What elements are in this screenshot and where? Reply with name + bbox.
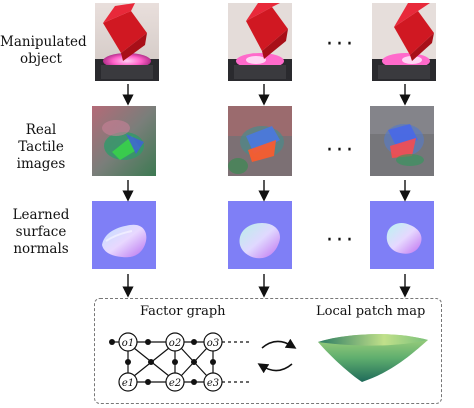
measure-node-e1 <box>118 372 138 392</box>
measure-node-label: e3 <box>207 378 219 389</box>
row-label-tactile-images: Real Tactile images <box>0 122 82 173</box>
object-photo-3 <box>372 3 436 81</box>
row-label-learned-normals: Learned surface normals <box>0 207 82 258</box>
cycle-arrows-icon <box>257 338 297 374</box>
patch-map-title: Local patch map <box>316 304 426 319</box>
row-label-line: object <box>20 51 62 67</box>
normal-map-1 <box>92 201 156 269</box>
object-photo-1 <box>95 3 159 81</box>
object-photo-2 <box>228 3 292 81</box>
pose-node-o3 <box>203 332 223 352</box>
measure-node-e3 <box>203 372 223 392</box>
pose-node-label: o2 <box>169 338 181 349</box>
factor-graph: o1 o2 o3 e1 e2 e3 <box>109 332 250 392</box>
pose-node-label: o1 <box>122 338 134 349</box>
tactile-image-3 <box>370 106 434 176</box>
row-label-line: Learned <box>12 207 70 223</box>
row-label-line: surface <box>15 224 67 240</box>
tactile-image-1 <box>92 106 156 176</box>
local-patch-map <box>318 334 428 382</box>
measure-node-label: e1 <box>122 378 134 389</box>
row-label-line: Manipulated <box>0 34 87 50</box>
factor-graph-title: Factor graph <box>140 304 226 319</box>
row-label-manipulated-object: Manipulated object <box>0 34 87 68</box>
pose-node-label: o3 <box>207 338 219 349</box>
normal-map-2 <box>228 201 292 269</box>
estimation-panel <box>94 298 442 404</box>
pose-node-o1 <box>118 332 138 352</box>
tactile-image-2 <box>228 106 292 176</box>
measure-node-label: e2 <box>169 378 181 389</box>
row-label-line: Real <box>25 122 57 138</box>
row-label-line: Tactile <box>18 139 64 155</box>
measure-node-e2 <box>165 372 185 392</box>
row-label-line: images <box>16 156 66 172</box>
pose-node-o2 <box>165 332 185 352</box>
normal-map-3 <box>370 201 434 269</box>
row-label-line: normals <box>13 241 69 257</box>
